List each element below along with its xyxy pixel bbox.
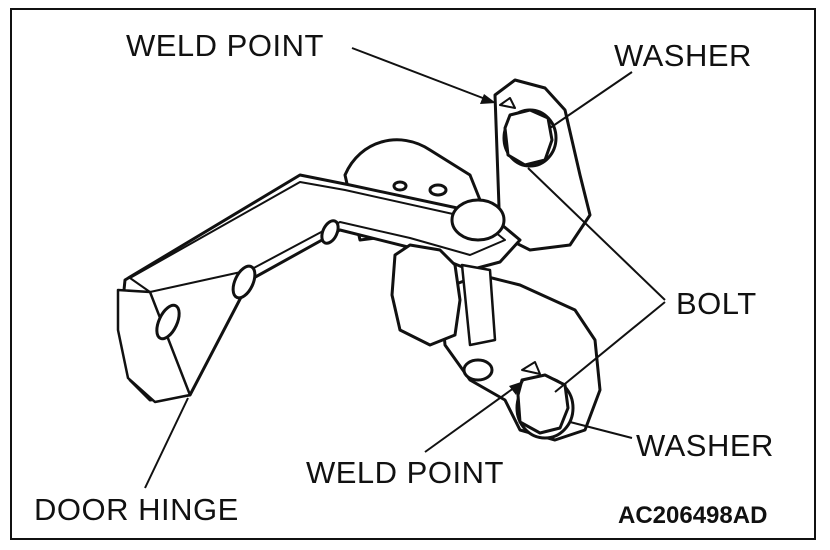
hinge-arm-top-face (129, 181, 506, 293)
label-weld-point-top: WELD POINT (126, 28, 324, 63)
leader-door-hinge (144, 397, 189, 489)
label-washer-bottom: WASHER (636, 428, 774, 463)
label-washer-top: WASHER (614, 38, 752, 73)
weld-point-lower (521, 361, 541, 375)
arm-hole-3 (320, 219, 340, 245)
hinge-pin (460, 263, 497, 347)
leader-bolt-lower (554, 301, 666, 393)
hinge-pin-top (450, 198, 506, 242)
arrowhead-weld-point-top (480, 94, 496, 104)
label-bolt: BOLT (676, 286, 757, 321)
leader-washer-bottom (569, 421, 633, 439)
leader-weld-point-top (351, 47, 489, 101)
arrowhead-weld-point-bottom (509, 381, 524, 395)
arm-hole-5 (392, 180, 408, 192)
arm-hole-4 (428, 183, 448, 197)
hinge-pin-bottom (462, 358, 494, 382)
bolt-lower (516, 373, 570, 435)
bolt-upper (503, 108, 554, 167)
leader-washer-top (549, 71, 633, 129)
figure-code: AC206498AD (618, 502, 768, 529)
leader-weld-point-bottom (424, 384, 519, 453)
hinge-knuckle (390, 243, 462, 347)
label-door-hinge: DOOR HINGE (34, 492, 239, 527)
label-weld-point-bottom: WELD POINT (306, 455, 504, 490)
weld-point-upper (499, 97, 516, 109)
leader-bolt-upper (527, 167, 666, 301)
arm-hole-1 (155, 303, 181, 341)
hinge-arm-end (116, 288, 192, 404)
arm-hole-2 (231, 264, 257, 300)
